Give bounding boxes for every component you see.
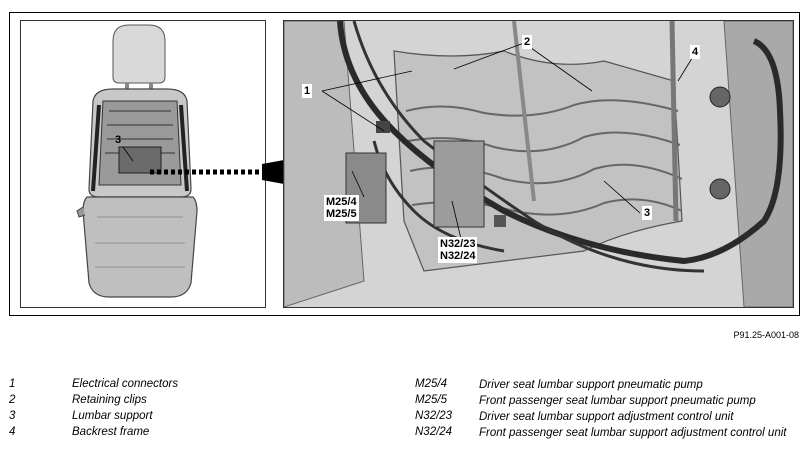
legend-text-1: Electrical connectors [72,378,179,390]
right-callout-3: 3 [642,206,653,220]
seat-illustration [76,24,198,298]
legend-desc-m25-4: Driver seat lumbar support pneumatic pum… [479,379,703,391]
callout-n32: N32/23 N32/24 [438,237,478,263]
backrest-detail-illustration [284,21,793,307]
legend-desc-m25-5: Front passenger seat lumbar support pneu… [479,395,756,407]
legend-text-3: Lumbar support [72,410,153,422]
callout-m25: M25/4 M25/5 [324,195,359,221]
legend-num-3: 3 [9,410,16,422]
callout-n32-24: N32/24 [440,250,476,262]
legend-text-2: Retaining clips [72,394,147,406]
legend-desc-n32-23: Driver seat lumbar support adjustment co… [479,411,734,423]
legend-num-1: 1 [9,378,16,390]
legend-code-n32-24: N32/24 [415,426,453,438]
right-callout-2: 2 [522,35,533,49]
legend-code-m25-4: M25/4 [415,378,447,390]
callout-m25-4: M25/4 [326,196,357,208]
callout-n32-23: N32/23 [440,238,476,250]
legend-num-2: 2 [9,394,16,406]
legend-desc-n32-24: Front passenger seat lumbar support adju… [479,427,787,439]
legend-text-4: Backrest frame [72,426,150,438]
left-callout-3: 3 [115,134,122,146]
callout-m25-5: M25/5 [326,208,357,220]
legend-num-4: 4 [9,426,16,438]
right-callout-1: 1 [302,84,313,98]
seat-overview-panel: 3 [20,20,266,308]
figure-id: P91.25-A001-08 [733,330,799,340]
legend-code-n32-23: N32/23 [415,410,453,422]
right-callout-4: 4 [690,45,701,59]
legend-code-m25-5: M25/5 [415,394,447,406]
backrest-detail-panel: 1 2 3 4 M25/4 M25/5 N32/23 N32/24 [283,20,794,308]
